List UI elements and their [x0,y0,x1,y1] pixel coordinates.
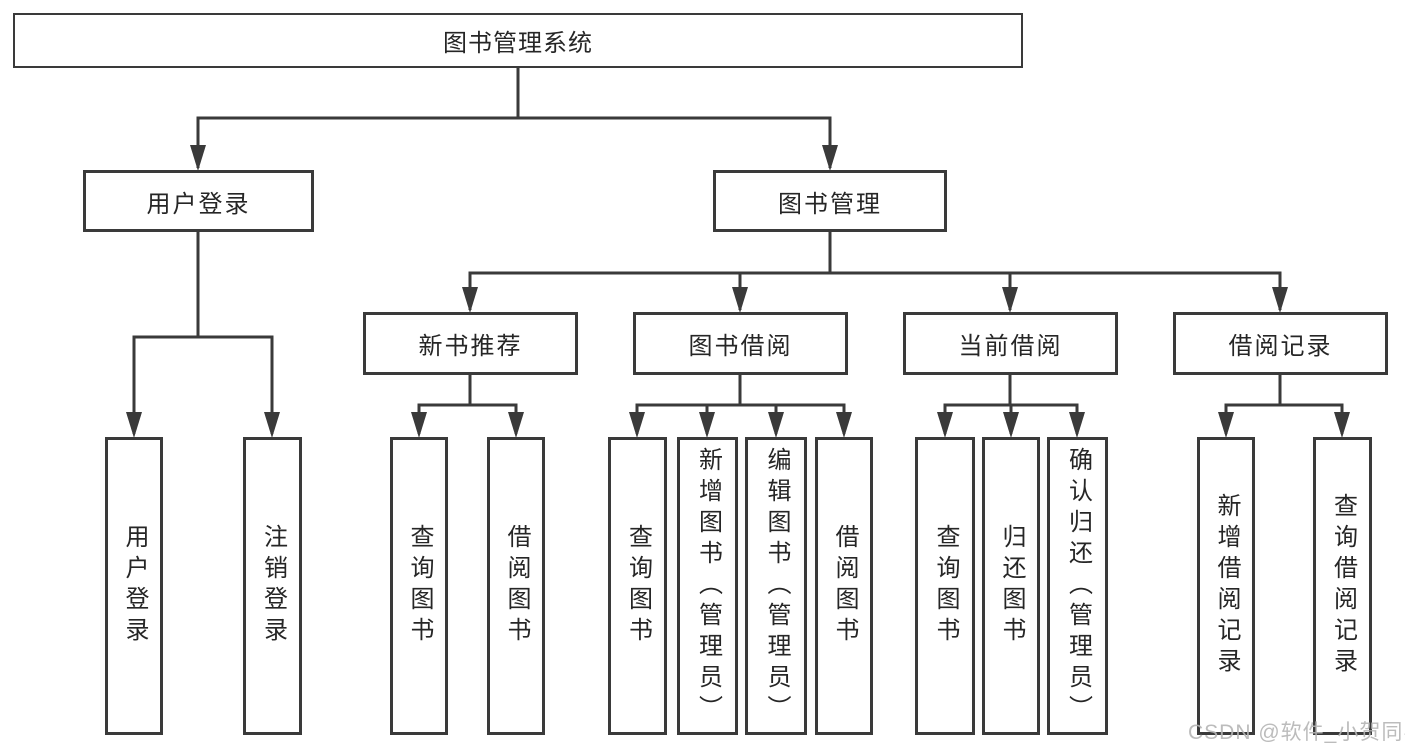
connector-user-login-to-leaves [132,232,274,434]
leaf-add-books-admin: 新增图书（管理员） [677,437,738,735]
node-new-book-recommendation: 新书推荐 [363,312,578,375]
node-current-borrowing: 当前借阅 [903,312,1118,375]
leaf-return-books: 归还图书 [982,437,1040,735]
leaf-add-borrow-record: 新增借阅记录 [1197,437,1255,735]
arrowhead-down-icon [190,145,206,171]
arrowhead-down-icon [1272,287,1288,313]
arrowhead-down-icon [411,412,427,438]
leaf-borrow-books-recommend: 借阅图书 [487,437,545,735]
leaf-query-books-current: 查询图书 [915,437,975,735]
node-book-management-system: 图书管理系统 [13,13,1023,68]
connector-records-to-leaves [1224,375,1344,434]
arrowhead-down-icon [462,287,478,313]
arrowhead-down-icon [1069,412,1085,438]
arrowhead-down-icon [1218,412,1234,438]
arrowhead-down-icon [768,412,784,438]
arrowhead-down-icon [1334,412,1350,438]
leaf-borrow-books-borrowing: 借阅图书 [815,437,873,735]
leaf-query-borrow-record: 查询借阅记录 [1313,437,1372,735]
arrowhead-down-icon [629,412,645,438]
leaf-query-books-borrowing: 查询图书 [608,437,667,735]
arrowhead-down-icon [699,412,715,438]
connector-root-to-level2 [196,68,832,168]
node-book-management: 图书管理 [713,170,947,232]
connector-book-management-to-level3 [468,232,1282,310]
connector-new-book-to-leaves [417,375,518,434]
arrowhead-down-icon [264,412,280,438]
arrowhead-down-icon [822,145,838,171]
leaf-logout: 注销登录 [243,437,302,735]
leaf-user-login: 用户登录 [105,437,163,735]
leaf-query-books-recommend: 查询图书 [390,437,448,735]
connector-book-borrow-to-leaves [635,375,846,434]
arrowhead-down-icon [836,412,852,438]
arrowhead-down-icon [937,412,953,438]
csdn-watermark: CSDN @软件_小贺同学 [1188,721,1405,744]
arrowhead-down-icon [1003,412,1019,438]
arrowhead-down-icon [1002,287,1018,313]
node-borrowing-records: 借阅记录 [1173,312,1388,375]
arrowhead-down-icon [126,412,142,438]
leaf-edit-books-admin: 编辑图书（管理员） [745,437,807,735]
arrowhead-down-icon [508,412,524,438]
node-user-login: 用户登录 [83,170,314,232]
leaf-confirm-return-admin: 确认归还（管理员） [1047,437,1108,735]
arrowhead-down-icon [732,287,748,313]
node-book-borrowing: 图书借阅 [633,312,848,375]
